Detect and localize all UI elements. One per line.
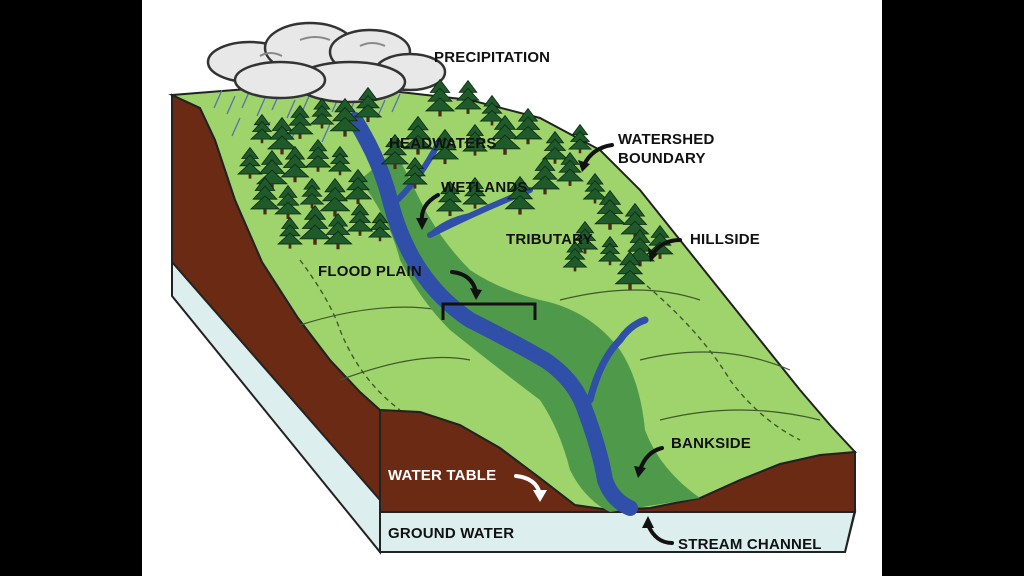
pine-tree-icon <box>462 123 488 156</box>
hill-contour-1 <box>299 306 441 326</box>
pine-tree-icon <box>249 176 281 215</box>
label-wetlands: WETLANDS <box>441 179 528 196</box>
hill-contour-5 <box>659 409 821 421</box>
pine-tree-icon <box>402 115 434 155</box>
river-branch-right <box>586 316 649 404</box>
pine-tree-icon <box>299 204 331 245</box>
pine-tree-icon <box>329 97 361 137</box>
pine-tree-icon <box>353 86 383 123</box>
pine-tree-icon <box>556 151 584 186</box>
pine-tree-icon <box>435 180 465 217</box>
pine-tree-icon <box>304 138 332 172</box>
arrow-heads <box>416 160 658 528</box>
label-precipitation: PRECIPITATION <box>434 49 550 66</box>
pine-tree-icon <box>582 172 608 204</box>
pine-tree-icon <box>277 216 303 249</box>
pine-tree-icon <box>597 235 623 266</box>
pine-tree-icon <box>327 145 353 176</box>
label-tributary: TRIBUTARY <box>506 231 593 248</box>
pine-tree-icon <box>541 130 569 164</box>
pine-tree-icon <box>614 250 646 290</box>
label-hillside: HILLSIDE <box>690 231 760 248</box>
label-ground-water: GROUND WATER <box>388 525 514 542</box>
pine-tree-icon <box>489 114 521 155</box>
pine-tree-icon <box>367 211 393 242</box>
pine-tree-icon <box>567 123 593 154</box>
arrow-water-table <box>514 474 547 502</box>
pine-tree-icon <box>274 184 302 219</box>
pine-tree-icon <box>309 97 335 129</box>
pine-tree-icon <box>323 212 353 250</box>
pine-tree-icon <box>424 78 456 117</box>
flood-plain-bracket <box>441 302 537 320</box>
arrow-hillside <box>652 238 682 254</box>
forest-trees <box>237 78 674 290</box>
label-water-table: WATER TABLE <box>388 467 496 484</box>
pine-tree-icon <box>280 145 310 183</box>
arrow-watershed <box>582 143 614 167</box>
cloud-highlights <box>259 36 386 57</box>
pine-tree-icon <box>299 177 325 209</box>
label-flood-plain: FLOOD PLAIN <box>318 263 422 280</box>
pine-tree-icon <box>319 177 351 217</box>
flood-plain-band <box>360 150 700 512</box>
pine-tree-icon <box>249 113 275 144</box>
pine-tree-icon <box>462 176 488 209</box>
pine-tree-icon <box>430 128 460 165</box>
river-main <box>347 112 638 516</box>
label-watershed-boundary-1: WATERSHED <box>618 131 715 148</box>
label-bankside: BANKSIDE <box>671 435 751 452</box>
pine-tree-icon <box>343 168 373 205</box>
river-branch-small <box>428 213 472 237</box>
pine-tree-icon <box>266 116 298 155</box>
pine-tree-icon <box>380 133 410 170</box>
pine-tree-icon <box>594 189 626 230</box>
pine-tree-icon <box>286 104 314 139</box>
dashed-path-left <box>299 259 401 411</box>
label-headwaters: HEADWATERS <box>389 135 497 152</box>
hill-contour-3 <box>559 289 701 301</box>
pine-tree-icon <box>346 202 374 236</box>
dashed-path-right <box>639 279 801 441</box>
label-watershed-boundary-2: BOUNDARY <box>618 150 706 167</box>
pine-tree-icon <box>479 94 505 126</box>
hill-contour-4 <box>639 351 791 371</box>
hill-contour-2 <box>339 356 471 381</box>
arrow-bankside <box>638 446 664 472</box>
pine-tree-icon <box>402 156 428 189</box>
cloud-icon <box>206 21 447 104</box>
pine-tree-icon <box>529 156 561 195</box>
pine-tree-icon <box>513 107 543 145</box>
label-stream-channel: STREAM CHANNEL <box>678 536 822 553</box>
pine-tree-icon <box>454 79 482 114</box>
pine-tree-icon <box>562 240 588 272</box>
pine-tree-icon <box>504 175 536 215</box>
pine-tree-icon <box>237 146 263 179</box>
